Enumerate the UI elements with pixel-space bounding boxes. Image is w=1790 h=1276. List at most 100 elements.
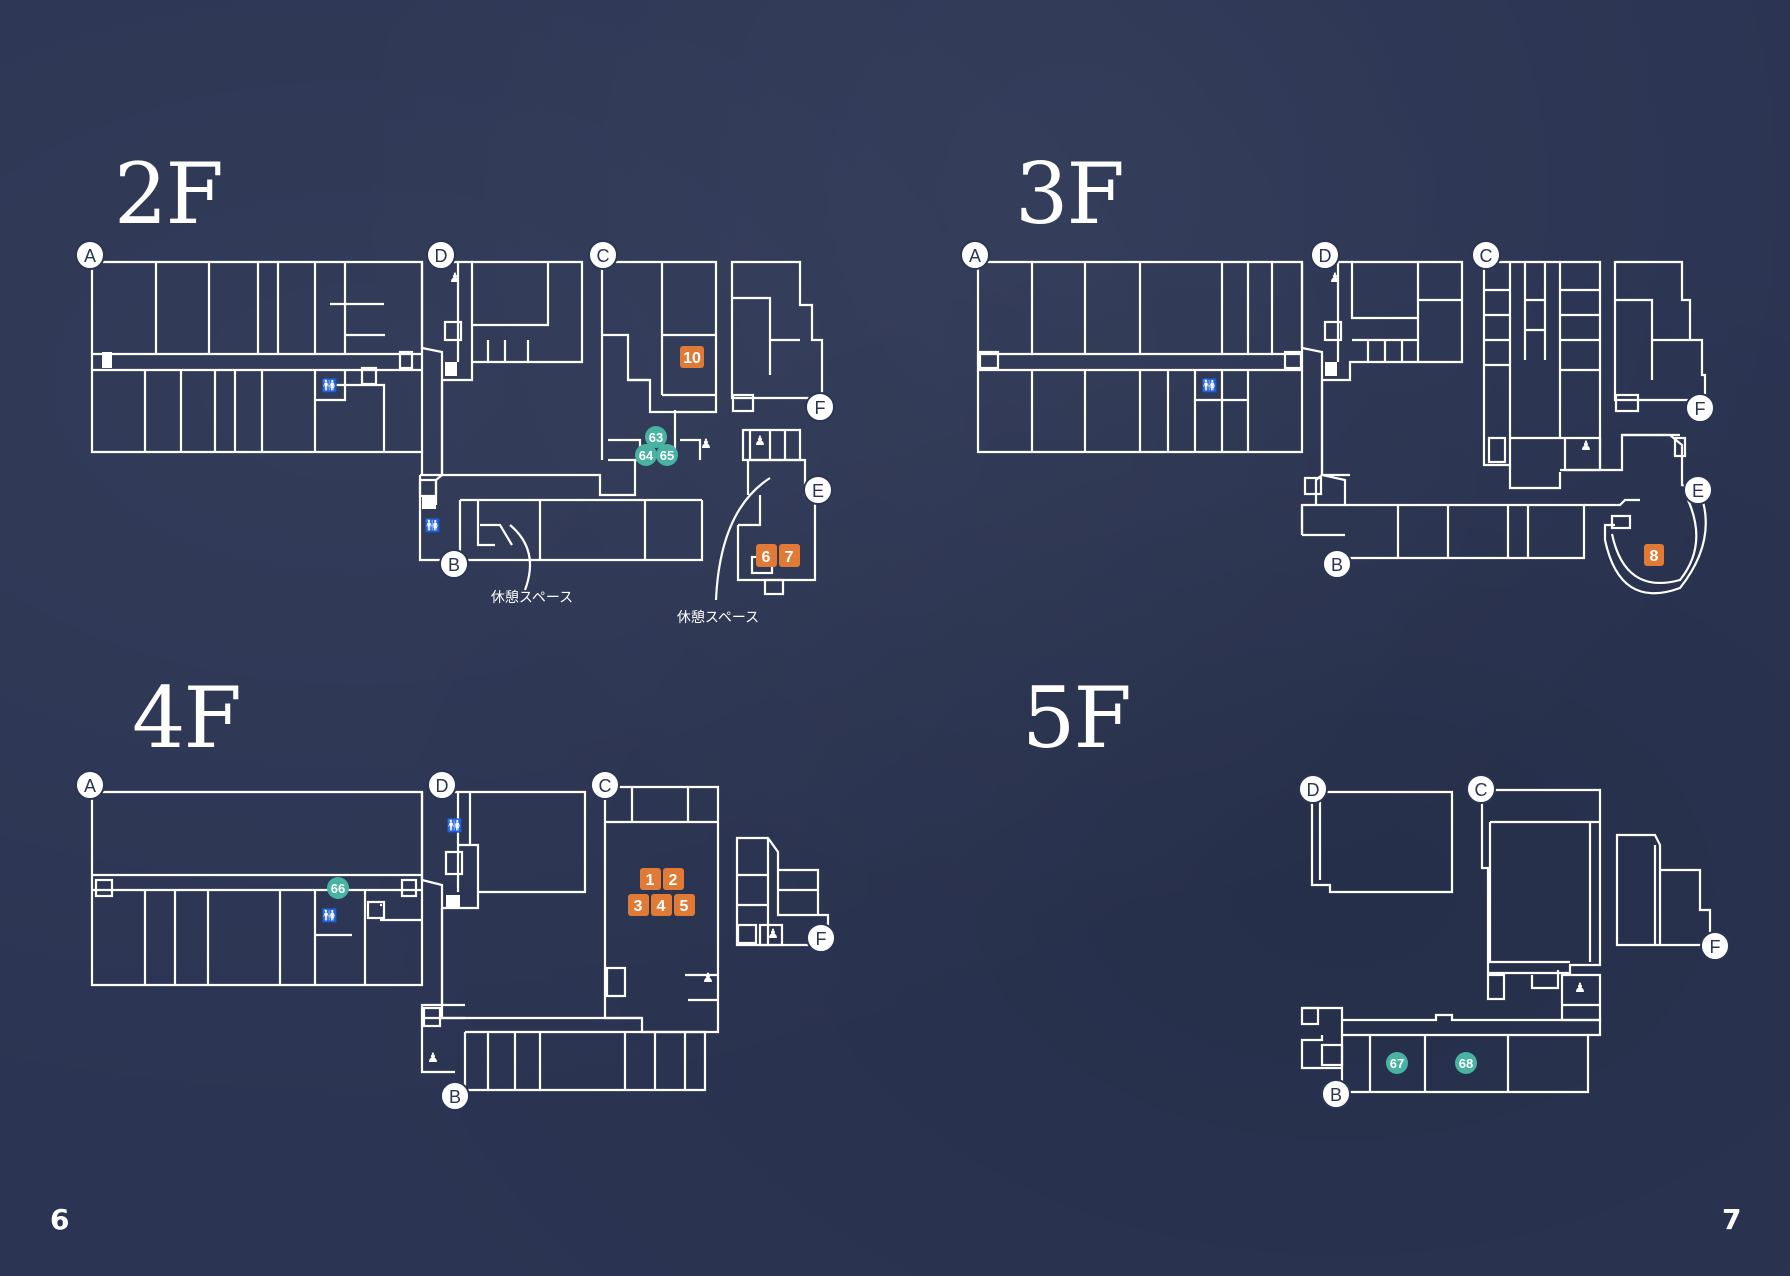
person-icon: ♟ [1580, 438, 1592, 453]
event-badge-8[interactable]: 8 [1644, 544, 1664, 566]
svg-text:D: D [1319, 246, 1332, 266]
floor-title-5f: 5F [1022, 669, 1132, 767]
svg-text:68: 68 [1459, 1056, 1473, 1071]
svg-text:F: F [1695, 399, 1706, 419]
event-badge-10[interactable]: 10 [680, 346, 704, 368]
svg-text:C: C [1475, 780, 1488, 800]
event-badge-7[interactable]: 7 [779, 544, 800, 567]
restroom-icon: 🚻 [322, 378, 338, 393]
svg-text:B: B [1330, 1085, 1342, 1105]
floor-title-2f: 2F [114, 145, 224, 243]
entrance-4f-a[interactable]: A [75, 770, 105, 800]
entrance-5f-f[interactable]: F [1700, 931, 1730, 961]
floor-title-3f: 3F [1015, 145, 1125, 243]
restroom-icon: 🚻 [447, 818, 463, 833]
exhibit-badge-67[interactable]: 67 [1386, 1052, 1408, 1074]
entrance-2f-b[interactable]: B [439, 549, 469, 579]
entrance-2f-d[interactable]: D [426, 240, 456, 270]
entrance-4f-d[interactable]: D [427, 770, 457, 800]
person-icon: ♟ [1329, 270, 1341, 285]
rest-space-note-2: 休憩スペース [677, 609, 759, 625]
exhibit-badge-65[interactable]: 65 [656, 444, 678, 466]
svg-text:64: 64 [639, 448, 654, 463]
svg-text:D: D [1307, 780, 1320, 800]
exhibit-badge-68[interactable]: 68 [1455, 1052, 1477, 1074]
event-badge-4[interactable]: 4 [651, 894, 672, 916]
svg-text:A: A [969, 246, 981, 266]
svg-text:B: B [448, 555, 460, 575]
svg-text:10: 10 [683, 350, 701, 367]
svg-text:67: 67 [1390, 1056, 1404, 1071]
entrance-3f-f[interactable]: F [1685, 393, 1715, 423]
svg-text:C: C [1480, 246, 1493, 266]
event-badges: 10 6 7 8 1 2 3 4 5 [628, 346, 1664, 916]
entrance-5f-c[interactable]: C [1466, 774, 1496, 804]
svg-text:E: E [812, 481, 824, 501]
exhibit-badge-66[interactable]: 66 [327, 877, 349, 899]
restroom-icon: 🚻 [425, 518, 441, 533]
entrance-3f-d[interactable]: D [1310, 240, 1340, 270]
page-number-left: 6 [50, 1203, 70, 1236]
exhibit-badges: 63 64 65 66 67 68 [327, 426, 1477, 1074]
svg-text:4: 4 [657, 898, 666, 915]
svg-text:8: 8 [1650, 548, 1659, 565]
svg-text:F: F [1710, 937, 1721, 957]
svg-text:7: 7 [785, 549, 794, 566]
rest-space-note-1: 休憩スペース [491, 589, 573, 605]
svg-text:D: D [436, 776, 449, 796]
entrance-4f-b[interactable]: B [440, 1081, 470, 1111]
floor-title-4f: 4F [132, 669, 242, 767]
person-icon: ♟ [1574, 980, 1586, 995]
floor-plan-3f [976, 260, 1707, 595]
svg-text:B: B [1331, 555, 1343, 575]
entrance-2f-a[interactable]: A [75, 240, 105, 270]
floor-plan-2f [90, 260, 824, 601]
person-icon: ♟ [702, 970, 714, 985]
svg-text:2: 2 [669, 872, 678, 889]
svg-text:5: 5 [680, 898, 689, 915]
entrance-markers: A D C F E B A D C F E B A D C F B D C F … [75, 240, 1730, 1111]
exhibit-badge-64[interactable]: 64 [635, 444, 657, 466]
entrance-3f-c[interactable]: C [1471, 240, 1501, 270]
exhibit-badge-63[interactable]: 63 [645, 426, 667, 448]
entrance-4f-c[interactable]: C [590, 770, 620, 800]
svg-text:A: A [84, 776, 96, 796]
event-badge-3[interactable]: 3 [628, 894, 649, 916]
event-badge-1[interactable]: 1 [640, 868, 661, 890]
entrance-5f-d[interactable]: D [1298, 774, 1328, 804]
svg-text:63: 63 [649, 430, 663, 445]
event-badge-5[interactable]: 5 [674, 894, 695, 916]
svg-text:D: D [435, 246, 448, 266]
person-icon: ♟ [449, 270, 461, 285]
svg-text:1: 1 [646, 872, 655, 889]
facility-icons: 🚻 🚻 🚻 🚻 🚻 ♟ ♟ ♟ ♟ ♟ ♟ ♟ ♟ ♟ [322, 270, 1592, 1065]
svg-text:C: C [599, 776, 612, 796]
entrance-5f-b[interactable]: B [1321, 1079, 1351, 1109]
svg-text:F: F [815, 398, 826, 418]
entrance-3f-e[interactable]: E [1683, 475, 1713, 505]
entrance-2f-c[interactable]: C [588, 240, 618, 270]
svg-text:A: A [84, 246, 96, 266]
svg-text:65: 65 [660, 448, 674, 463]
person-icon: ♟ [767, 926, 779, 941]
event-badge-2[interactable]: 2 [663, 868, 684, 890]
svg-text:B: B [449, 1087, 461, 1107]
entrance-2f-f[interactable]: F [805, 392, 835, 422]
svg-text:C: C [597, 246, 610, 266]
entrance-3f-a[interactable]: A [960, 240, 990, 270]
event-badge-6[interactable]: 6 [756, 544, 777, 567]
restroom-icon: 🚻 [1202, 378, 1218, 393]
person-icon: ♟ [700, 436, 712, 451]
svg-text:F: F [816, 929, 827, 949]
floor-plan-4f [90, 785, 830, 1092]
rest-space-notes: 休憩スペース 休憩スペース [491, 589, 759, 625]
entrance-2f-e[interactable]: E [803, 475, 833, 505]
svg-text:6: 6 [762, 549, 771, 566]
page-number-right: 7 [1722, 1203, 1742, 1236]
floor-plan-5f [1300, 788, 1712, 1094]
svg-text:66: 66 [331, 881, 345, 896]
person-icon: ♟ [754, 433, 766, 448]
entrance-4f-f[interactable]: F [806, 923, 836, 953]
entrance-3f-b[interactable]: B [1322, 549, 1352, 579]
